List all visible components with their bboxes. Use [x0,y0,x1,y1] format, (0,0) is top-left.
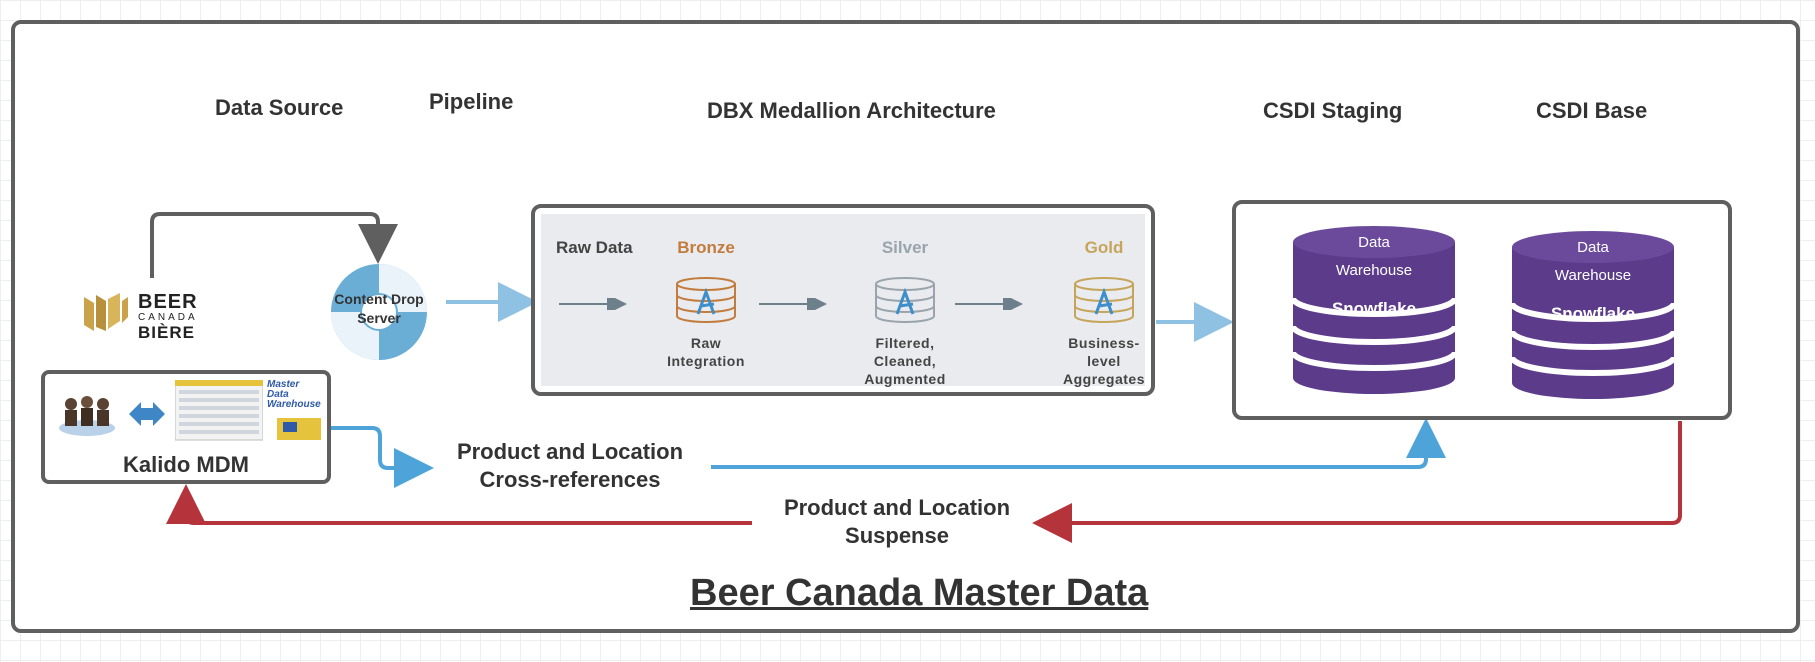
silver-title: Silver [881,238,929,257]
thumb-line2: Data [267,389,289,400]
gold-db-icon [1074,277,1134,323]
silver-to-gold-arrow [955,298,1023,310]
staging-product: Snowflake [1331,299,1417,318]
bronze-desc1: Raw [690,335,722,351]
header-pipeline: Pipeline [429,89,514,114]
bronze-desc2: Integration [667,353,745,369]
suspense-line2: Suspense [845,523,949,548]
kalido-label: Kalido MDM [123,452,249,477]
suspense-to-kalido-arrow [166,484,752,525]
wheat-icon [84,293,128,331]
azure-server-icon [331,264,427,360]
base-product: Snowflake [1550,304,1636,323]
content-drop-server: Content Drop Server [328,262,430,362]
xref-line2: Cross-references [479,467,661,492]
bronze-to-silver-arrow [759,298,827,310]
people-globe-icon [59,396,115,436]
gold-desc3: Aggregates [1062,371,1146,387]
snowflake-db-icon [1511,231,1675,399]
staging-line2: Warehouse [1335,262,1413,279]
master-data-warehouse-thumbnail [175,380,323,444]
suspense-caption: Product and Location Suspense [752,494,1042,550]
logo-line1: BEER [138,291,198,313]
beer-canada-logo: BEER CANADA BIÈRE [80,287,205,342]
staging-line1: Data [1358,234,1390,251]
silver-desc3: Augmented [864,371,946,387]
page-title: Beer Canada Master Data [690,572,1149,614]
header-data-source: Data Source [215,95,344,120]
gold-desc1: Business- [1068,335,1140,351]
logo-to-drop-arrow [150,212,398,278]
medallion-box: Raw Data Bronze Raw Integration Silver F… [531,204,1155,396]
bronze-db-icon [676,277,736,323]
kalido-mdm-box: Master Data Warehouse Kalido MDM [41,370,331,484]
base-line2: Warehouse [1554,267,1632,284]
header-csdi-base: CSDI Base [1536,98,1648,123]
medallion-panel: Raw Data Bronze Raw Integration Silver F… [541,214,1145,387]
sync-arrows-icon [129,402,165,426]
kalido-to-xref-arrow [331,426,434,488]
xref-line1: Product and Location [456,439,684,464]
gold-desc2: level [1087,353,1121,369]
base-line1: Data [1577,239,1609,256]
silver-desc2: Cleaned, [873,353,937,369]
content-drop-label: Content Drop Server [334,291,424,326]
gold-title: Gold [1084,238,1124,257]
silver-db-icon [875,277,935,323]
csdi-base-db: Data Warehouse Snowflake [1511,231,1675,401]
raw-data-title: Raw Data [556,238,633,257]
thumb-text: Master Data Warehouse [267,380,321,410]
raw-arrow [559,298,627,310]
logo-line3: BIÈRE [138,323,195,342]
thumb-line3: Warehouse [267,399,321,410]
header-csdi-staging: CSDI Staging [1263,98,1403,123]
xref-to-staging-arrow [711,418,1446,469]
thumb-line1: Master [267,379,300,390]
xref-caption: Product and Location Cross-references [425,438,715,494]
suspense-line1: Product and Location [783,495,1011,520]
header-medallion: DBX Medallion Architecture [707,98,996,123]
csdi-box: Data Warehouse Snowflake Data Warehouse … [1232,200,1732,420]
base-to-suspense-arrow [1032,421,1682,543]
snowflake-db-icon [1292,226,1456,394]
logo-line2: CANADA [138,312,198,323]
silver-desc1: Filtered, [875,335,935,351]
csdi-staging-db: Data Warehouse Snowflake [1292,226,1456,396]
bronze-title: Bronze [677,238,735,257]
